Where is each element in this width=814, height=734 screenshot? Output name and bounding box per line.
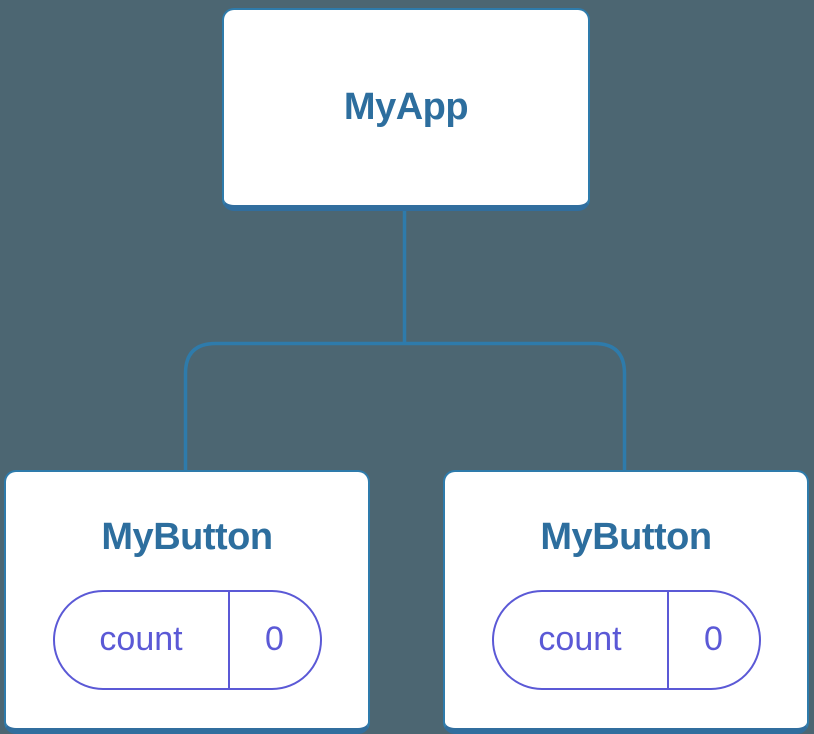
- state-value-1: 0: [227, 591, 320, 688]
- state-pill-2: count 0: [491, 589, 761, 690]
- state-value-2: 0: [666, 591, 759, 688]
- state-pill-1: count 0: [52, 589, 322, 690]
- tree-node-myapp: MyApp: [222, 8, 590, 211]
- node-label-mybutton-2: MyButton: [540, 516, 712, 558]
- node-label-mybutton-1: MyButton: [101, 516, 273, 558]
- state-name-2: count: [538, 620, 622, 659]
- tree-node-mybutton-1: MyButton count 0: [4, 470, 370, 734]
- state-name-1: count: [99, 620, 183, 659]
- connector-bracket: [183, 341, 627, 472]
- tree-node-mybutton-2: MyButton count 0: [443, 470, 809, 734]
- node-label-myapp: MyApp: [343, 85, 469, 128]
